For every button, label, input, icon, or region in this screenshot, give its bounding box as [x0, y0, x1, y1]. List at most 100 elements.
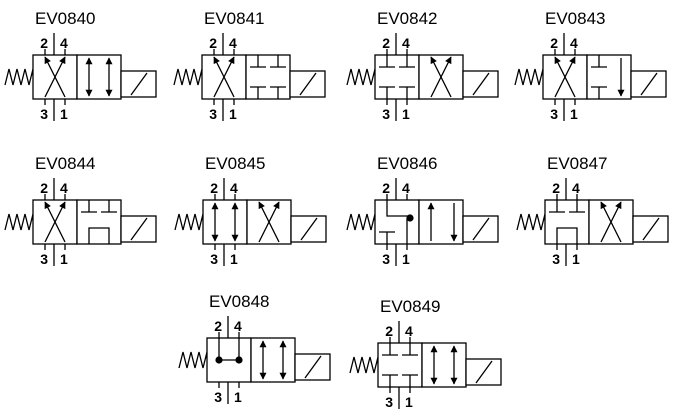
spring-icon [4, 213, 34, 231]
valve-code-label: EV0844 [35, 154, 96, 173]
port-label: 1 [60, 106, 68, 122]
port-label: 1 [572, 251, 580, 267]
solenoid-icon [289, 70, 326, 98]
blocked-port [379, 86, 395, 99]
blocked-port [382, 343, 398, 356]
port-label: 1 [402, 251, 410, 267]
port-label: 3 [40, 251, 48, 267]
solenoid-coil-line [642, 217, 660, 241]
blocked-port [250, 86, 266, 99]
flow-arrow [258, 201, 280, 243]
port-label: 3 [382, 251, 390, 267]
position-box [202, 199, 248, 245]
position-box [421, 342, 467, 388]
port-label: 4 [570, 35, 578, 51]
junction-dot [215, 356, 223, 364]
position-box [250, 337, 296, 383]
flow-arrow [600, 201, 622, 243]
blocked-port [250, 55, 266, 68]
port-label: 4 [230, 180, 238, 196]
valve-code-label: EV0847 [547, 154, 608, 173]
blocked-port [379, 231, 395, 244]
spring-icon [516, 213, 546, 231]
blocked-port [101, 200, 117, 213]
port-label: 3 [382, 106, 390, 122]
solenoid-coil-line [300, 217, 318, 241]
port-label: 4 [402, 180, 410, 196]
spring-icon [349, 356, 379, 374]
junction-dot [406, 214, 414, 222]
valve-code-label: EV0840 [35, 9, 96, 28]
port-label: 4 [402, 35, 410, 51]
port-label: 1 [229, 106, 237, 122]
blocked-port [402, 374, 418, 387]
flow-arrow [554, 56, 576, 98]
position-box [374, 54, 420, 100]
port-label: 2 [550, 35, 558, 51]
blocked-port [81, 200, 97, 213]
solenoid-coil-line [304, 355, 322, 379]
port-label: 3 [550, 106, 558, 122]
port-label: 3 [210, 251, 218, 267]
valve-code-label: EV0845 [205, 154, 266, 173]
port-label: 1 [570, 106, 578, 122]
port-label: 4 [234, 318, 242, 334]
spring-icon [178, 351, 208, 369]
blocked-port [591, 55, 607, 68]
solenoid-coil-line [130, 72, 148, 96]
port-label: 2 [385, 323, 393, 339]
port-label: 2 [210, 180, 218, 196]
flow-arrow [213, 56, 235, 98]
valve-code-label: EV0849 [380, 297, 441, 316]
blocked-port [382, 374, 398, 387]
solenoid-coil-line [130, 217, 148, 241]
position-box [206, 337, 252, 383]
port-label: 1 [402, 106, 410, 122]
flow-arrow [430, 56, 452, 98]
spring-icon [174, 213, 204, 231]
solenoid-coil-line [299, 72, 317, 96]
port-label: 3 [214, 389, 222, 405]
blocked-port [549, 200, 565, 213]
position-box [32, 54, 78, 100]
position-box [374, 199, 420, 245]
connected-ports [556, 227, 578, 244]
solenoid-coil-line [472, 72, 490, 96]
blocked-port [591, 86, 607, 99]
port-label: 1 [230, 251, 238, 267]
valve-code-label: EV0842 [377, 9, 438, 28]
port-label: 1 [405, 394, 413, 410]
solenoid-coil-line [472, 217, 490, 241]
port-label: 3 [209, 106, 217, 122]
solenoid-coil-line [475, 360, 493, 384]
port-label: 2 [382, 180, 390, 196]
port-label: 3 [40, 106, 48, 122]
port-label: 4 [572, 180, 580, 196]
spring-icon [173, 68, 203, 86]
port-label: 1 [60, 251, 68, 267]
valve-code-label: EV0843 [545, 9, 606, 28]
position-box [76, 199, 122, 245]
port-label: 2 [209, 35, 217, 51]
port-label: 4 [60, 35, 68, 51]
position-box [245, 54, 291, 100]
position-box [377, 342, 423, 388]
spring-icon [514, 68, 544, 86]
port-label: 4 [229, 35, 237, 51]
spring-icon [4, 68, 34, 86]
junction-dot [235, 356, 243, 364]
flow-arrow [44, 56, 66, 98]
port-label: 2 [40, 180, 48, 196]
port-label: 2 [214, 318, 222, 334]
blocked-port [270, 86, 286, 99]
connected-ports [218, 338, 240, 361]
connected-ports [386, 200, 409, 217]
